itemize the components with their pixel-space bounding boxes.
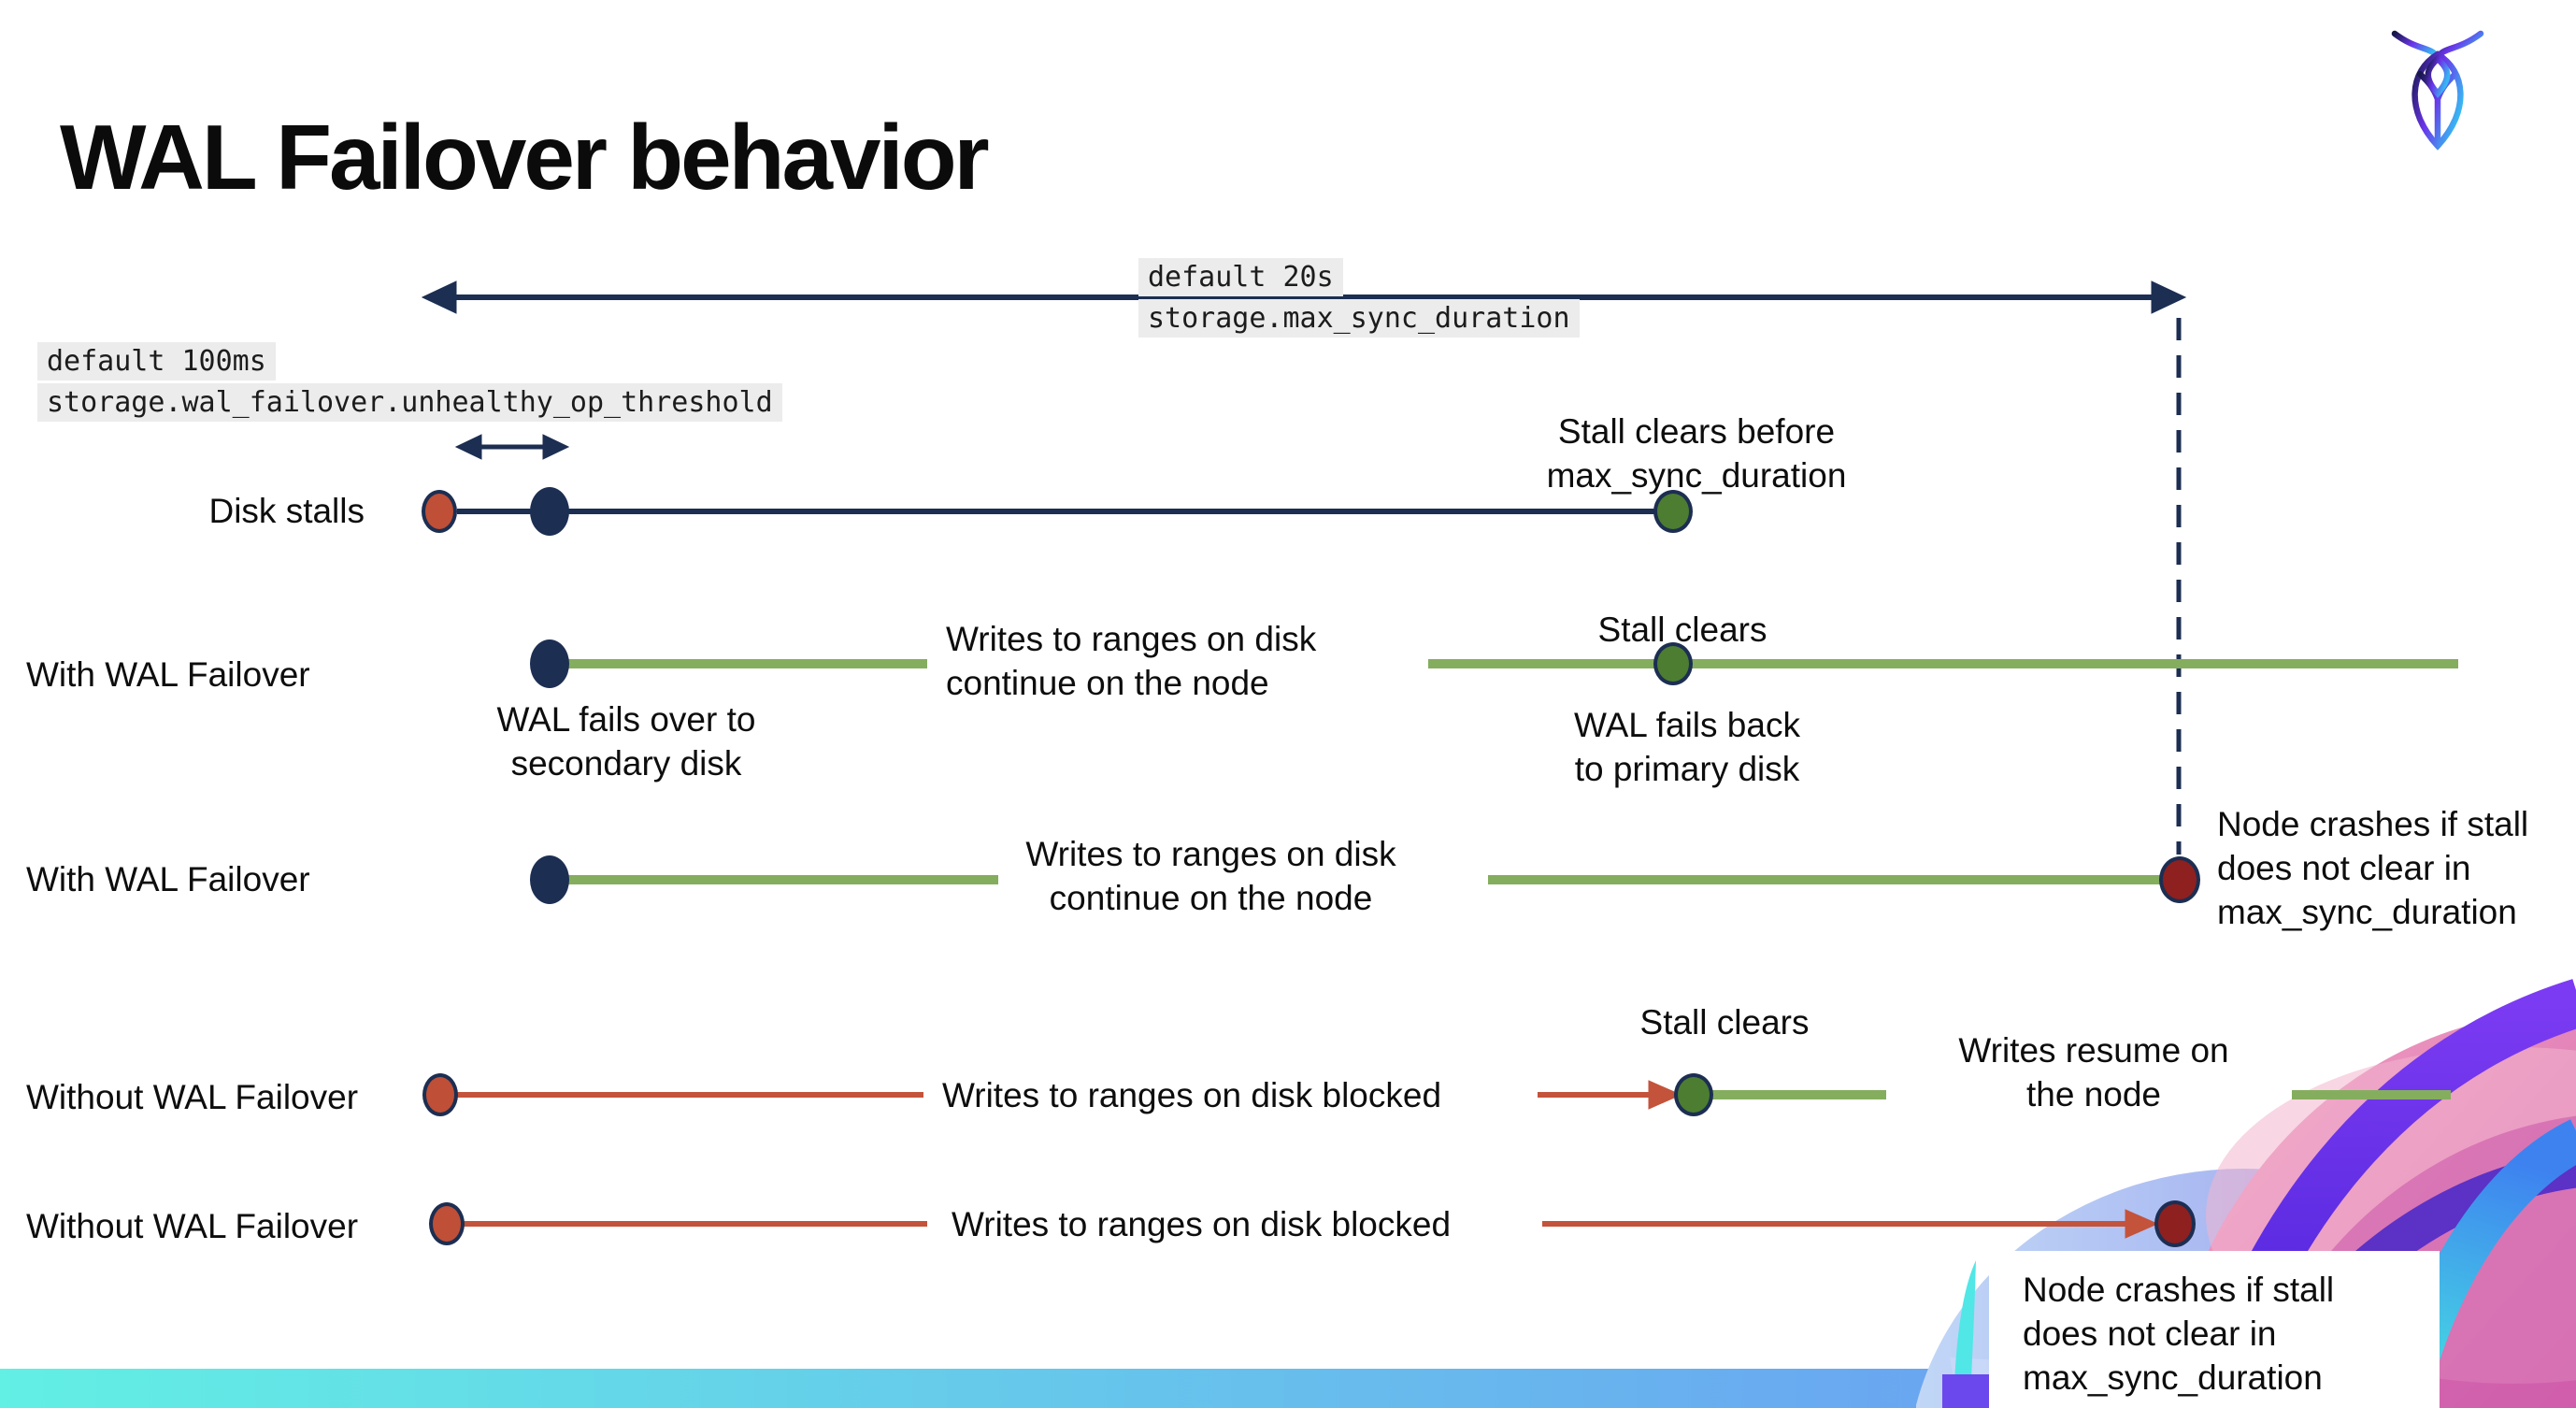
arrowhead-right-icon: [542, 434, 570, 460]
artwork-teal-sliver: [1953, 1260, 1976, 1408]
row4-green-segment-1: [1711, 1090, 1886, 1099]
row5-crash-dot: [2154, 1200, 2196, 1247]
note-row4-writes-resume: Writes resume on the node: [1958, 1031, 2229, 1113]
row5-red-segment: [464, 1221, 927, 1227]
row3-green-segment-2: [1488, 875, 2161, 884]
row2-failover-dot: [530, 639, 569, 688]
row-label-without-wal-failover-1: Without WAL Failover: [26, 1078, 359, 1116]
row2-stall-clears-dot: [1653, 642, 1693, 685]
artwork-purple-corner: [1942, 1374, 1991, 1408]
row1-threshold-segment: [457, 509, 534, 514]
row4-stall-start-dot: [422, 1073, 458, 1116]
row-label-with-wal-failover-1: With WAL Failover: [26, 655, 310, 694]
note-row5-writes-blocked: Writes to ranges on disk blocked: [952, 1205, 1452, 1243]
arrowhead-left-icon: [454, 434, 482, 460]
row-label-disk-stalls: Disk stalls: [208, 492, 365, 530]
max-sync-setting-name: storage.max_sync_duration: [1138, 299, 1580, 338]
page-title: WAL Failover behavior: [60, 105, 990, 208]
max-sync-default-label: default 20s: [1138, 258, 1343, 296]
note-row5-node-crashes: Node crashes if stall does not clear in …: [2023, 1271, 2335, 1397]
arrowhead-left-icon: [421, 280, 457, 314]
row2-green-segment-2: [1428, 659, 1655, 668]
crash-note-box: Node crashes if stall does not clear in …: [1989, 1251, 2440, 1408]
threshold-setting-name: storage.wal_failover.unhealthy_op_thresh…: [37, 383, 782, 422]
note-row2-failback: WAL fails back to primary disk: [1574, 706, 1800, 788]
note-row3-writes-continue: Writes to ranges on disk continue on the…: [1025, 835, 1396, 917]
row4-red-segment: [457, 1092, 923, 1098]
note-row2-failover: WAL fails over to secondary disk: [496, 700, 756, 783]
row1-stall-line: [567, 509, 1657, 514]
row3-crash-dot: [2159, 856, 2200, 903]
row2-green-segment-1: [567, 659, 927, 668]
note-stall-clears-before: Stall clears before max_sync_duration: [1546, 412, 1847, 495]
row2-green-segment-3: [1691, 659, 2458, 668]
row5-stall-start-dot: [429, 1202, 465, 1245]
note-row4-stall-clears: Stall clears: [1639, 1003, 1810, 1042]
note-row3-node-crashes: Node crashes if stall does not clear in …: [2217, 805, 2529, 931]
threshold-default-label: default 100ms: [37, 342, 276, 381]
row1-threshold-dot: [530, 487, 569, 536]
row4-stall-clears-dot: [1674, 1073, 1713, 1116]
cockroachdb-logo-icon: [2391, 30, 2484, 151]
row-label-without-wal-failover-2: Without WAL Failover: [26, 1207, 359, 1245]
row1-stall-clears-dot: [1653, 490, 1693, 533]
row4-green-segment-2: [2292, 1090, 2451, 1099]
note-row2-stall-clears: Stall clears: [1597, 611, 1767, 649]
arrowhead-right-icon: [2151, 280, 2187, 314]
disk-stall-start-dot: [422, 490, 457, 533]
row3-green-segment-1: [567, 875, 998, 884]
note-row4-writes-blocked: Writes to ranges on disk blocked: [942, 1076, 1442, 1114]
row-label-with-wal-failover-2: With WAL Failover: [26, 860, 310, 898]
row3-failover-dot: [530, 855, 569, 904]
note-row2-writes-continue: Writes to ranges on disk continue on the…: [946, 620, 1317, 702]
